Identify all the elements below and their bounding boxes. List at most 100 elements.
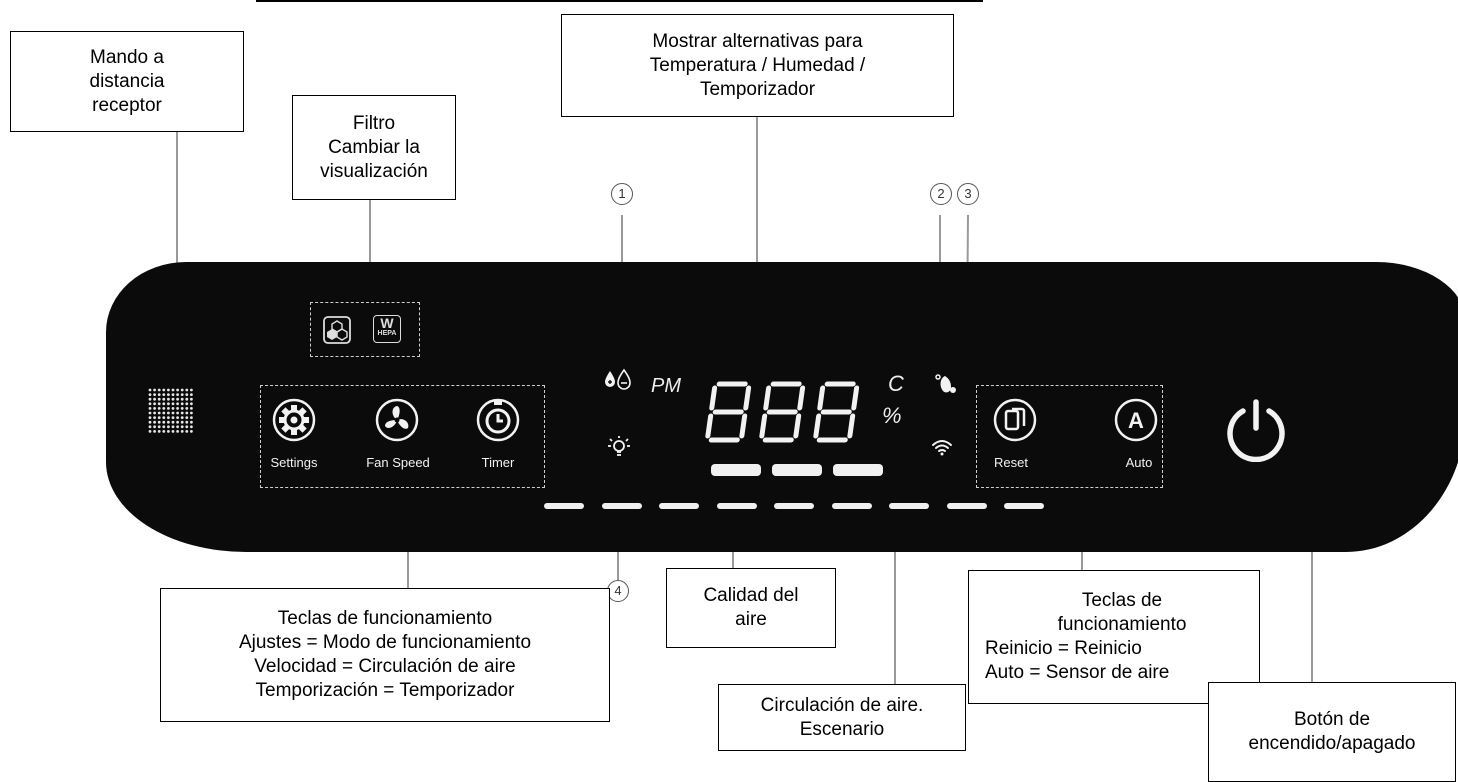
air-quality-bar <box>659 503 699 509</box>
receiver-dot <box>153 388 156 392</box>
receiver-dot <box>153 407 156 410</box>
auto-key-label: Auto <box>1125 455 1153 470</box>
receiver-dot <box>153 416 156 419</box>
receiver-dot <box>180 425 184 429</box>
receiver-dot <box>167 430 170 433</box>
callout-line: Ajustes = Modo de funcionamiento <box>238 632 532 653</box>
callout-line: Escenario <box>799 718 885 740</box>
callout-line: Teclas de funcionamiento <box>277 608 493 629</box>
receiver-dot <box>167 393 170 396</box>
receiver-dot <box>157 420 161 424</box>
receiver-dot <box>176 407 179 410</box>
receiver-dot <box>153 430 156 433</box>
callout-line: Velocidad = Circulación de aire <box>254 656 516 677</box>
callout-line: visualización <box>320 160 428 182</box>
callout-line: Mostrar alternativas para <box>652 30 863 52</box>
display-segment <box>847 413 856 439</box>
auto-icon[interactable]: A <box>1114 398 1158 442</box>
callout-line: Temperatura / Humedad / <box>649 54 866 76</box>
hepa-filter-icon: W HEPA <box>373 315 401 343</box>
pm-label: PM <box>651 375 681 397</box>
receiver-dot <box>190 407 193 410</box>
percent-unit-label: % <box>882 403 902 428</box>
receiver-dot <box>148 407 152 410</box>
receiver-dot <box>162 425 166 429</box>
receiver-dot <box>171 425 175 429</box>
callout-operation-keys-left: Teclas de funcionamiento Ajustes = Modo … <box>160 588 610 722</box>
air-quality-bar <box>946 503 987 509</box>
receiver-dot <box>176 430 179 433</box>
gear-icon[interactable] <box>272 398 316 442</box>
display-segment <box>793 413 802 439</box>
receiver-dot <box>162 416 166 419</box>
receiver-dot <box>167 407 170 410</box>
receiver-dot <box>185 416 189 419</box>
timer-icon[interactable] <box>476 396 520 442</box>
indicator-number-4: 4 <box>607 580 629 602</box>
callout-line: Teclas de <box>1081 590 1163 611</box>
air-circulation-bar <box>833 464 883 476</box>
auto-icon-letter: A <box>1128 408 1144 433</box>
air-quality-bar <box>1004 503 1044 509</box>
receiver-dot <box>180 397 184 401</box>
receiver-dot <box>176 388 179 392</box>
receiver-dot <box>180 420 184 424</box>
callout-line: funcionamiento <box>1057 614 1187 635</box>
callout-line: Reinicio = Reinicio <box>985 638 1142 659</box>
receiver-dot <box>162 388 166 392</box>
receiver-dot <box>162 411 166 415</box>
receiver-dot <box>171 430 175 433</box>
callout-display: Mostrar alternativas para Temperatura / … <box>561 14 954 117</box>
remote-receiver-grid-icon <box>148 388 193 433</box>
air-circulation-bar <box>711 464 761 476</box>
reset-icon[interactable] <box>993 398 1037 442</box>
receiver-dot <box>171 393 175 396</box>
display-segment <box>851 385 860 411</box>
receiver-dot <box>171 420 175 424</box>
callout-line: distancia <box>89 70 165 92</box>
receiver-dot <box>148 420 152 424</box>
receiver-dot <box>148 416 152 419</box>
receiver-dot <box>180 411 184 415</box>
receiver-dot <box>171 402 175 406</box>
receiver-dot <box>167 402 170 406</box>
indicator-number-1: 1 <box>611 183 633 205</box>
callout-line: Botón de <box>1293 709 1371 730</box>
receiver-dot <box>190 425 193 429</box>
receiver-dot <box>190 397 193 401</box>
callout-line: Temporización = Temporizador <box>255 680 515 701</box>
fan-icon[interactable] <box>375 398 419 442</box>
receiver-dot <box>162 420 166 424</box>
gear-tooth <box>279 417 285 423</box>
receiver-dot <box>180 407 184 410</box>
receiver-dot <box>157 425 161 429</box>
receiver-dot <box>190 430 193 433</box>
reset-key-label: Reset <box>994 455 1028 470</box>
night-light-bulb-icon <box>608 436 630 456</box>
display-segment <box>763 385 772 411</box>
receiver-dot <box>157 388 161 392</box>
receiver-dot <box>148 425 152 429</box>
receiver-dot <box>185 420 189 424</box>
gear-tooth <box>291 405 297 411</box>
power-button-icon[interactable] <box>1224 398 1288 462</box>
receiver-dot <box>167 411 170 415</box>
callout-line: Calidad del <box>703 585 799 606</box>
keys-right-group <box>976 385 1163 488</box>
seven-segment-display <box>705 381 860 443</box>
receiver-dot <box>171 411 175 415</box>
receiver-dot <box>171 397 175 401</box>
receiver-dot <box>153 411 156 415</box>
keys-left-group <box>260 385 545 488</box>
receiver-dot <box>176 411 179 415</box>
air-quality-bar <box>601 503 642 509</box>
receiver-dot <box>162 407 166 410</box>
display-segment <box>797 385 806 411</box>
callout-line: Auto = Sensor de aire <box>985 662 1170 683</box>
receiver-dot <box>190 388 193 392</box>
wifi-icon <box>932 440 952 456</box>
indicator-number-3: 3 <box>957 183 979 205</box>
receiver-dot <box>148 397 152 401</box>
air-quality-bar <box>716 503 757 509</box>
receiver-dot <box>185 430 189 433</box>
